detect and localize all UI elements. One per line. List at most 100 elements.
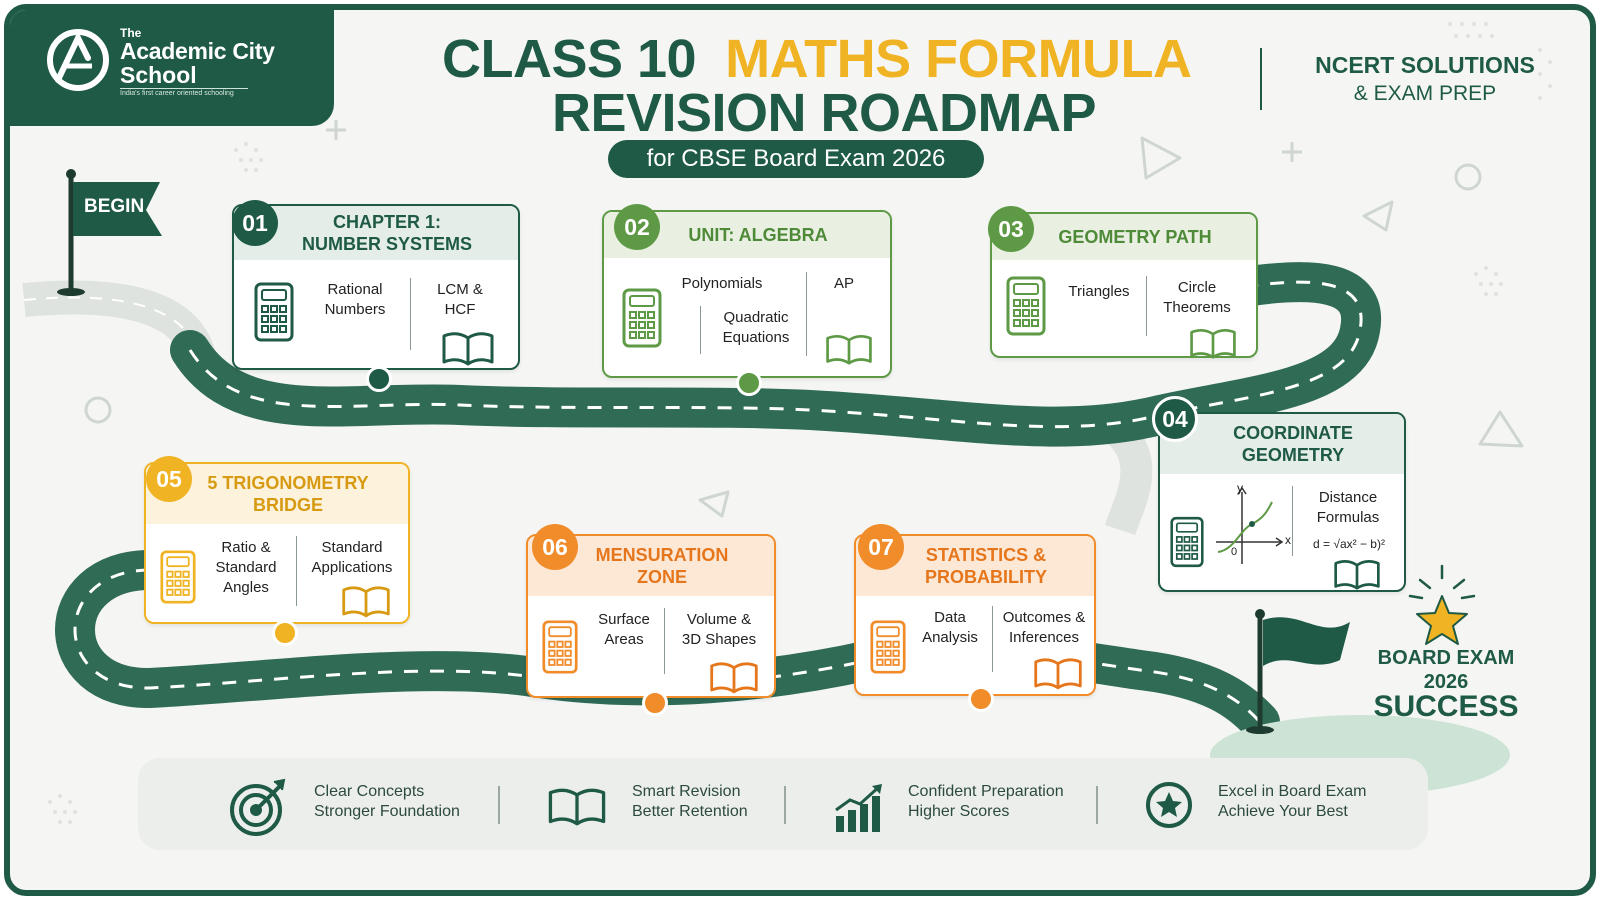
calculator-icon: [160, 550, 196, 604]
item-divider: [664, 608, 665, 674]
distance-formula: d = √ax² − b)²: [1313, 537, 1385, 551]
road-marker: [272, 620, 298, 646]
calculator-icon: [254, 282, 294, 342]
axis-y-label: y: [1237, 481, 1243, 495]
calculator-icon: [542, 620, 578, 674]
feature-divider: [784, 786, 786, 824]
step-item: Outcomes &Inferences: [1002, 609, 1086, 646]
step-title-line1: UNIT: ALGEBRA: [688, 225, 828, 245]
road-marker: [968, 686, 994, 712]
feature-divider: [498, 786, 500, 824]
logo-tagline: India's first career oriented schooling: [120, 90, 234, 97]
feature-divider: [1096, 786, 1098, 824]
step-title-line1: STATISTICS &: [925, 545, 1047, 565]
axis-x-label: x: [1285, 533, 1291, 547]
calculator-icon: [870, 620, 906, 674]
step-badge-01: 01: [232, 200, 278, 246]
book-icon: [710, 662, 758, 694]
logo-the: The: [120, 26, 142, 40]
book-icon: [826, 335, 872, 365]
step-title-line2: BRIDGE: [252, 495, 323, 515]
school-logo[interactable]: The Academic City School India's first c…: [10, 10, 334, 126]
book-icon: [1334, 560, 1380, 590]
title-part1: CLASS 10: [442, 29, 697, 89]
page-title-line1: CLASS 10 MATHS FORMULA: [442, 28, 1192, 90]
step-title-line1: CHAPTER 1:: [332, 212, 441, 232]
step-title-line1: COORDINATE: [1233, 423, 1353, 443]
ncert-line2: & EXAM PREP: [1353, 82, 1497, 105]
step-item: Polynomials: [681, 275, 763, 292]
item-divider: [700, 306, 701, 354]
step-title: GEOMETRY PATH: [992, 214, 1256, 260]
step-title-line2: PROBABILITY: [924, 567, 1047, 587]
book-icon: [342, 586, 390, 618]
calculator-icon: [622, 288, 662, 348]
book-icon: [548, 788, 606, 826]
step-title-line1: 5 TRIGONOMETRY: [207, 473, 369, 493]
success-line1: BOARD EXAM: [1377, 647, 1515, 669]
item-divider: [806, 272, 807, 356]
step-title-line2: NUMBER SYSTEMS: [301, 234, 472, 254]
item-divider: [410, 278, 411, 350]
item-divider: [1146, 276, 1147, 336]
item-divider: [992, 606, 993, 672]
road-marker: [736, 370, 762, 396]
target-icon: [230, 778, 286, 836]
step-badge-03: 03: [988, 206, 1034, 252]
step-item: Triangles: [1068, 283, 1130, 300]
road-marker: [642, 690, 668, 716]
axis-origin-label: 0: [1230, 546, 1238, 558]
header-divider: [1260, 48, 1262, 110]
step-item: Volume &3D Shapes: [681, 611, 757, 648]
ncert-line1: NCERT SOLUTIONS: [1315, 52, 1535, 78]
success-line2: 2026: [1423, 671, 1469, 693]
infographic-frame: The Academic City School India's first c…: [4, 4, 1596, 896]
step-item: LCM &HCF: [437, 281, 483, 318]
star-medal-icon: [1146, 782, 1192, 828]
step-badge-06: 06: [532, 524, 578, 570]
calculator-icon: [1006, 276, 1046, 336]
step-title-line1: GEOMETRY PATH: [1058, 227, 1212, 247]
step-title-line1: MENSURATION: [595, 545, 729, 565]
growth-chart-icon: [835, 784, 882, 832]
step-title-line2: GEOMETRY: [1241, 445, 1345, 465]
step-badge-04: 04: [1152, 396, 1198, 442]
logo-divider: [120, 88, 248, 89]
page-title-line2: REVISION ROADMAP: [552, 83, 1097, 143]
step-badge-07: 07: [858, 524, 904, 570]
school-emblem-icon: [47, 29, 109, 91]
subtitle-pill: for CBSE Board Exam 2026: [608, 140, 984, 178]
step-item: AP: [833, 275, 854, 292]
success-heading: BOARD EXAM 2026: [1376, 646, 1516, 694]
calculator-icon: [1170, 516, 1204, 568]
book-icon: [1190, 329, 1236, 359]
coordinate-graph-icon: [1216, 486, 1284, 564]
road-marker: [366, 366, 392, 392]
item-divider: [296, 536, 297, 606]
item-divider: [1292, 486, 1293, 556]
step-title: CHAPTER 1:NUMBER SYSTEMS: [234, 206, 518, 260]
step-title-line2: ZONE: [636, 567, 687, 587]
begin-flag-label: BEGIN: [84, 196, 145, 217]
title-accent: MATHS FORMULA: [725, 29, 1192, 89]
book-icon: [442, 332, 494, 366]
logo-name-line2: School: [120, 62, 197, 88]
